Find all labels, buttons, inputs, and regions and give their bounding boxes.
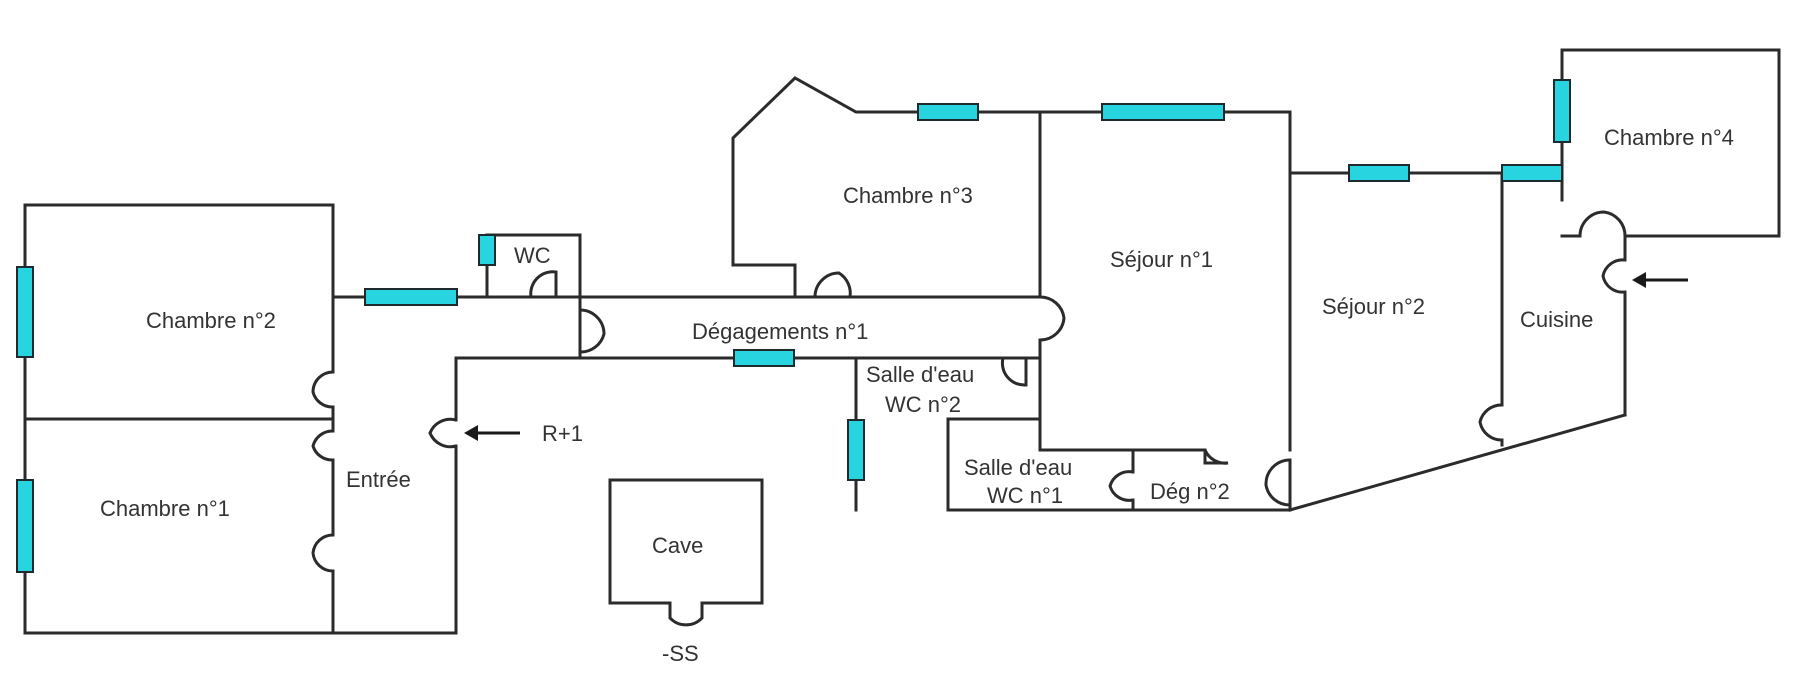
door-chambre4 <box>1578 210 1627 237</box>
window <box>1553 79 1571 143</box>
wall <box>1288 413 1627 512</box>
room-label-chambre4: Chambre n°4 <box>1604 125 1734 150</box>
room-label-degagements1: Dégagements n°1 <box>692 319 868 344</box>
door-chambre1-bottom <box>311 533 334 573</box>
door-cave <box>668 603 704 627</box>
room-label-salle-eau-wc2-line1: Salle d'eau <box>866 362 974 387</box>
window <box>16 479 34 573</box>
door-sejour1 <box>1039 295 1066 342</box>
wall <box>608 478 764 605</box>
door-corridor-left <box>579 308 606 354</box>
window <box>733 349 795 367</box>
doors <box>311 210 1627 627</box>
door-entree <box>428 417 457 449</box>
door-sejour2 <box>1478 403 1503 442</box>
room-label-entree: Entrée <box>346 467 411 492</box>
door-chambre3 <box>813 271 852 298</box>
room-label-sejour1: Séjour n°1 <box>1110 247 1213 272</box>
walls <box>23 48 1781 635</box>
window <box>364 288 458 306</box>
wall <box>731 76 1292 452</box>
door-salle-eau-1 <box>1108 470 1134 502</box>
window <box>1101 103 1225 121</box>
window <box>917 103 979 121</box>
marker-r-plus-1: R+1 <box>542 421 583 446</box>
marker-sous-sol: -SS <box>662 641 699 666</box>
room-label-salle-eau-wc2-line2: WC n°2 <box>885 392 961 417</box>
room-label-chambre1: Chambre n°1 <box>100 496 230 521</box>
window <box>1348 164 1410 182</box>
room-label-wc: WC <box>514 243 551 268</box>
room-label-cave: Cave <box>652 533 703 558</box>
arrow-head <box>1632 272 1646 288</box>
room-label-salle-eau-wc1-line1: Salle d'eau <box>964 455 1072 480</box>
room-label-sejour2: Séjour n°2 <box>1322 294 1425 319</box>
windows <box>16 79 1571 573</box>
arrow-head <box>464 425 478 441</box>
window <box>16 266 34 358</box>
door-wc <box>529 270 558 298</box>
door-salle-eau-2 <box>1000 357 1028 387</box>
door-chambre1-top <box>311 429 334 462</box>
labels: Chambre n°2 Chambre n°1 Entrée WC Dégage… <box>100 125 1734 666</box>
room-label-salle-eau-wc1-line2: WC n°1 <box>987 483 1063 508</box>
door-deg2-top <box>1203 449 1229 465</box>
wall <box>608 478 672 605</box>
door-chambre2 <box>311 370 334 409</box>
door-cuisine <box>1601 258 1626 294</box>
window <box>1501 164 1563 182</box>
arrow-left-icon <box>1632 272 1688 288</box>
arrow-left-icon <box>464 425 520 441</box>
room-label-chambre3: Chambre n°3 <box>843 183 973 208</box>
door-deg2-right <box>1264 458 1291 507</box>
room-label-deg2: Dég n°2 <box>1150 479 1230 504</box>
window <box>847 419 865 481</box>
room-label-cuisine: Cuisine <box>1520 307 1593 332</box>
room-label-chambre2: Chambre n°2 <box>146 308 276 333</box>
window <box>478 234 496 266</box>
